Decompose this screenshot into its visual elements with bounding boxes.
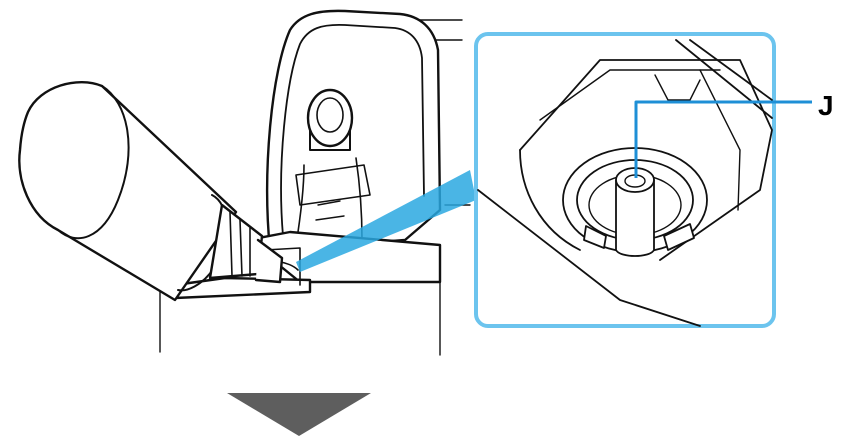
callout-label: J xyxy=(818,92,834,120)
detail-view xyxy=(476,34,774,326)
ink-bottle xyxy=(19,82,282,300)
down-arrow-icon xyxy=(227,393,371,436)
